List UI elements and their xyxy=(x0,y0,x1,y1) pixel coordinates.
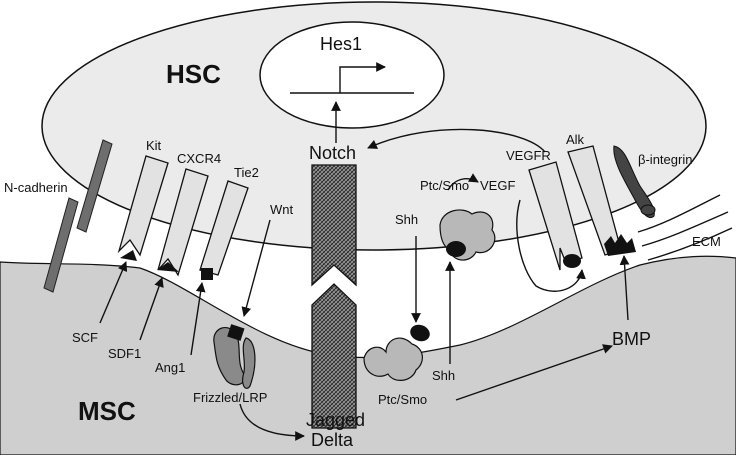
label-kit: Kit xyxy=(146,138,162,153)
sdf1-arrow xyxy=(139,277,164,341)
label-vegf: VEGF xyxy=(480,178,515,193)
label-ang1: Ang1 xyxy=(155,360,185,375)
scf-ligand xyxy=(120,250,137,261)
ptc-smo-to-bmp-arrow xyxy=(455,344,613,401)
label-shh-top: Shh xyxy=(395,212,418,227)
vegf-bound-ligand xyxy=(563,254,581,268)
lrp-coreceptor xyxy=(242,337,256,389)
beta-integrin xyxy=(613,145,655,218)
bmp-to-alk-arrow xyxy=(619,255,630,321)
ecm-fiber-1 xyxy=(637,194,721,233)
label-n-cadherin: N-cadherin xyxy=(4,180,68,195)
ang1-arrow xyxy=(190,282,206,356)
wnt-arrow xyxy=(241,219,271,317)
label-beta-integrin: β-integrin xyxy=(638,152,692,167)
label-tie2: Tie2 xyxy=(234,165,259,180)
label-sdf1: SDF1 xyxy=(108,346,141,361)
shh-bound-hsc xyxy=(446,241,466,257)
label-notch: Notch xyxy=(309,143,356,163)
ecm-fiber-2 xyxy=(641,211,729,247)
jagged-delta-ligand xyxy=(311,283,357,429)
label-wnt: Wnt xyxy=(270,202,294,217)
label-hes1: Hes1 xyxy=(320,34,362,54)
shh-bound-msc xyxy=(410,324,430,342)
tie2-receptor xyxy=(199,180,249,276)
label-bmp: BMP xyxy=(612,329,651,349)
n-cadherin-lower xyxy=(43,197,79,293)
bmp-bound-ligand xyxy=(604,234,636,256)
vegfr-to-notch-arrow xyxy=(367,128,546,153)
ecm-fiber-3 xyxy=(647,227,733,261)
label-frizzled-lrp: Frizzled/LRP xyxy=(193,390,267,405)
label-msc: MSC xyxy=(78,396,136,426)
kit-receptor xyxy=(117,155,169,257)
sdf1-ligand xyxy=(157,262,179,272)
label-shh-bottom: Shh xyxy=(432,368,455,383)
label-jagged: Jagged xyxy=(306,410,365,430)
n-cadherin-upper xyxy=(76,139,113,233)
ang1-ligand xyxy=(201,268,213,280)
frizzled-to-jagged-arrow xyxy=(239,403,305,441)
label-delta: Delta xyxy=(311,430,354,450)
hsc-nucleus xyxy=(259,21,445,129)
label-vegfr: VEGFR xyxy=(506,148,551,163)
label-ptc-smo-top: Ptc/Smo xyxy=(420,178,469,193)
label-ecm: ECM xyxy=(692,234,721,249)
wnt-ligand xyxy=(227,324,245,341)
ptc-smo-to-vegf-arrow xyxy=(447,173,479,191)
label-scf: SCF xyxy=(72,330,98,345)
vegf-loop-arrow xyxy=(516,199,586,292)
transcription-start-arrow xyxy=(339,62,386,93)
scf-arrow xyxy=(99,261,128,324)
label-cxcr4: CXCR4 xyxy=(177,151,221,166)
label-alk: Alk xyxy=(566,132,585,147)
label-hsc: HSC xyxy=(166,59,221,89)
ptc-smo-msc xyxy=(363,337,423,381)
label-ptc-smo-bottom: Ptc/Smo xyxy=(378,392,427,407)
beta-integrin-foot xyxy=(640,204,656,216)
notch-receptor xyxy=(311,164,357,287)
